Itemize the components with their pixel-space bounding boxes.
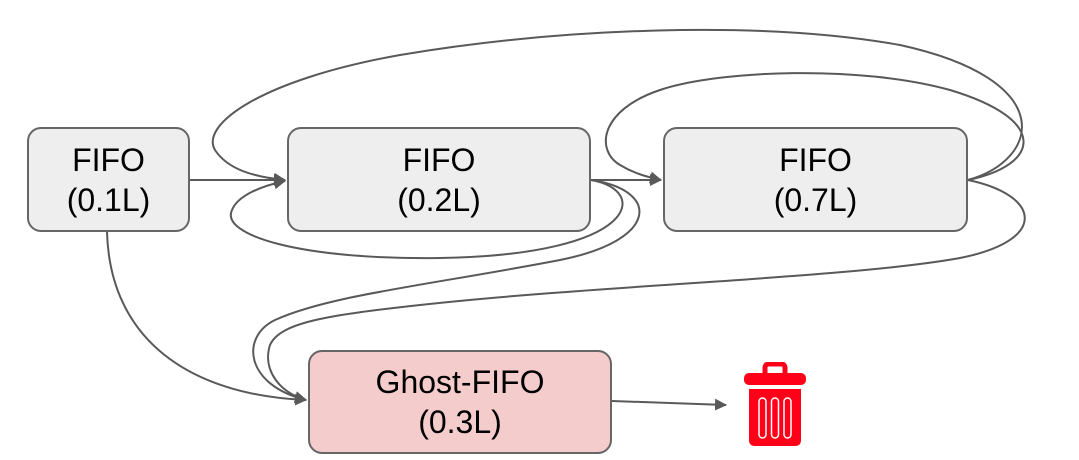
fifo-large-size: (0.7L) bbox=[773, 181, 858, 218]
ghost-fifo-node: Ghost-FIFO (0.3L) bbox=[308, 350, 612, 454]
edge-fifo-mid-to-ghost bbox=[252, 179, 641, 404]
edge-fifo-small-to-ghost bbox=[106, 231, 307, 406]
fifo-mid-node: FIFO (0.2L) bbox=[287, 127, 591, 232]
fifo-small-node: FIFO (0.1L) bbox=[27, 127, 190, 232]
fifo-mid-label: FIFO bbox=[402, 141, 476, 178]
trash-icon bbox=[744, 362, 806, 446]
fifo-large-node: FIFO (0.7L) bbox=[663, 127, 968, 232]
edge-fifo-large-to-fifo-mid bbox=[211, 28, 1023, 185]
fifo-small-label: FIFO bbox=[72, 141, 145, 178]
edge-fifo-large-self-loop bbox=[604, 72, 1025, 184]
ghost-fifo-label: Ghost-FIFO bbox=[375, 364, 545, 400]
edge-ghost-to-evict bbox=[611, 398, 727, 411]
fifo-mid-size: (0.2L) bbox=[397, 181, 481, 218]
ghost-fifo-size: (0.3L) bbox=[418, 404, 502, 440]
fifo-small-size: (0.1L) bbox=[66, 181, 151, 218]
fifo-large-label: FIFO bbox=[779, 141, 852, 178]
edge-fifo-mid-self-loop bbox=[229, 177, 624, 260]
edge-fifo-large-to-ghost bbox=[267, 179, 1026, 403]
